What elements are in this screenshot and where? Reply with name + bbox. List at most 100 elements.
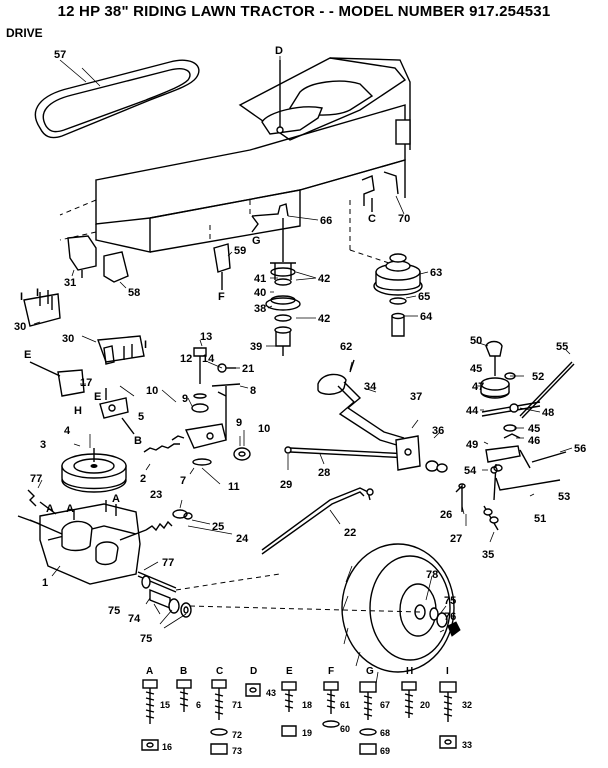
callout-56: 56 [574, 443, 586, 455]
callout-44: 44 [466, 405, 479, 417]
brake-assembly [480, 340, 575, 501]
callout-42b: 42 [318, 313, 330, 325]
fastener-bolt-b: 6 [196, 700, 201, 710]
fastener-bolt-i: 32 [462, 700, 472, 710]
callout-i-c: I [144, 339, 147, 351]
callout-59: 59 [234, 245, 246, 257]
callout-3: 3 [40, 439, 46, 451]
shift-lever-assembly [143, 347, 251, 466]
callout-labels: 57 D 66 70 59 G C F 41 42 40 38 42 63 65… [14, 45, 586, 645]
callout-39: 39 [250, 341, 262, 353]
callout-34: 34 [364, 381, 377, 393]
fastener-letter-b: B [180, 666, 187, 677]
callout-f: F [218, 291, 225, 303]
fastener-letter-g: G [366, 666, 374, 677]
bracket-70 [361, 171, 399, 212]
callout-17: 17 [80, 377, 92, 389]
bracket-17 [29, 361, 85, 397]
callout-66: 66 [320, 215, 332, 227]
fastener-nut-i: 33 [462, 740, 472, 750]
callout-46: 46 [528, 435, 540, 447]
callout-78: 78 [426, 569, 438, 581]
callout-5: 5 [138, 411, 144, 423]
callout-54: 54 [464, 465, 477, 477]
fastener-f: F 61 60 [322, 666, 350, 734]
bracket-30-upper [23, 290, 61, 327]
callout-11: 11 [228, 481, 240, 493]
callout-37: 37 [410, 391, 422, 403]
callout-10b: 10 [258, 423, 270, 435]
callout-14: 14 [202, 353, 215, 365]
callout-13: 13 [200, 331, 212, 343]
callout-58: 58 [128, 287, 140, 299]
callout-8: 8 [250, 385, 256, 397]
callout-53: 53 [558, 491, 570, 503]
callout-45a: 45 [470, 363, 482, 375]
callout-23: 23 [150, 489, 162, 501]
callout-i-b: I [36, 287, 39, 299]
callout-35: 35 [482, 549, 494, 561]
bracket-59 [213, 243, 231, 290]
callout-9a: 9 [182, 393, 188, 405]
fastener-d: D 43 [245, 666, 276, 698]
section-label: DRIVE [6, 26, 43, 40]
bracket-66 [251, 203, 289, 262]
callout-c: C [368, 213, 376, 225]
callout-75b: 75 [140, 633, 152, 645]
fastener-bolt-g: 67 [380, 700, 390, 710]
callout-62: 62 [340, 341, 352, 353]
callout-26: 26 [440, 509, 452, 521]
callout-g: G [252, 235, 261, 247]
fastener-bolt-e: 18 [302, 700, 312, 710]
shift-spring [119, 509, 193, 541]
callout-30a: 30 [14, 321, 26, 333]
callout-29: 29 [280, 479, 292, 491]
callout-55: 55 [556, 341, 568, 353]
transaxle [17, 489, 177, 593]
callout-4: 4 [64, 425, 71, 437]
callout-45b: 45 [528, 423, 540, 435]
rod-28 [284, 446, 411, 459]
callout-a-c: A [112, 493, 120, 505]
fastener-washer-g: 68 [380, 728, 390, 738]
fastener-b: B 6 [176, 666, 201, 712]
callout-e2: E [94, 391, 101, 403]
rod-22 [261, 487, 374, 555]
fastener-letter-h: H [406, 666, 413, 677]
fastener-bolt-h: 20 [420, 700, 430, 710]
fastener-nut-e: 19 [302, 728, 312, 738]
callout-e1: E [24, 349, 31, 361]
idler-pulley-stack [265, 262, 301, 356]
fastener-legend: A 15 16 B 6 C 71 [141, 666, 472, 756]
callout-65: 65 [418, 291, 430, 303]
callout-57: 57 [54, 49, 66, 61]
callout-40: 40 [254, 287, 266, 299]
callout-28: 28 [318, 467, 330, 479]
fastener-bolt-d: 43 [266, 688, 276, 698]
callout-38: 38 [254, 303, 266, 315]
rear-wheel [175, 543, 455, 685]
callout-21: 21 [242, 363, 254, 375]
callout-76: 76 [444, 611, 456, 623]
callout-51: 51 [534, 513, 546, 525]
callout-74: 74 [128, 613, 141, 625]
fastener-nut-a: 16 [162, 742, 172, 752]
stud-d [276, 60, 284, 134]
callout-25: 25 [212, 521, 224, 533]
fastener-a: A 15 16 [141, 666, 172, 752]
fastener-h: H 20 [401, 666, 430, 718]
fasteners-26-27-35 [455, 483, 499, 531]
callout-a-a: A [46, 503, 54, 515]
fastener-nut-g: 69 [380, 746, 390, 756]
callout-70: 70 [398, 213, 410, 225]
callout-24: 24 [236, 533, 249, 545]
tractor-frame [59, 57, 411, 266]
callout-i-a: I [20, 291, 23, 303]
fastener-e: E 18 19 [281, 666, 312, 738]
callout-9b: 9 [236, 417, 242, 429]
callout-64: 64 [420, 311, 433, 323]
callout-a-b: A [66, 503, 74, 515]
callout-b: B [134, 435, 142, 447]
callout-7: 7 [180, 475, 186, 487]
